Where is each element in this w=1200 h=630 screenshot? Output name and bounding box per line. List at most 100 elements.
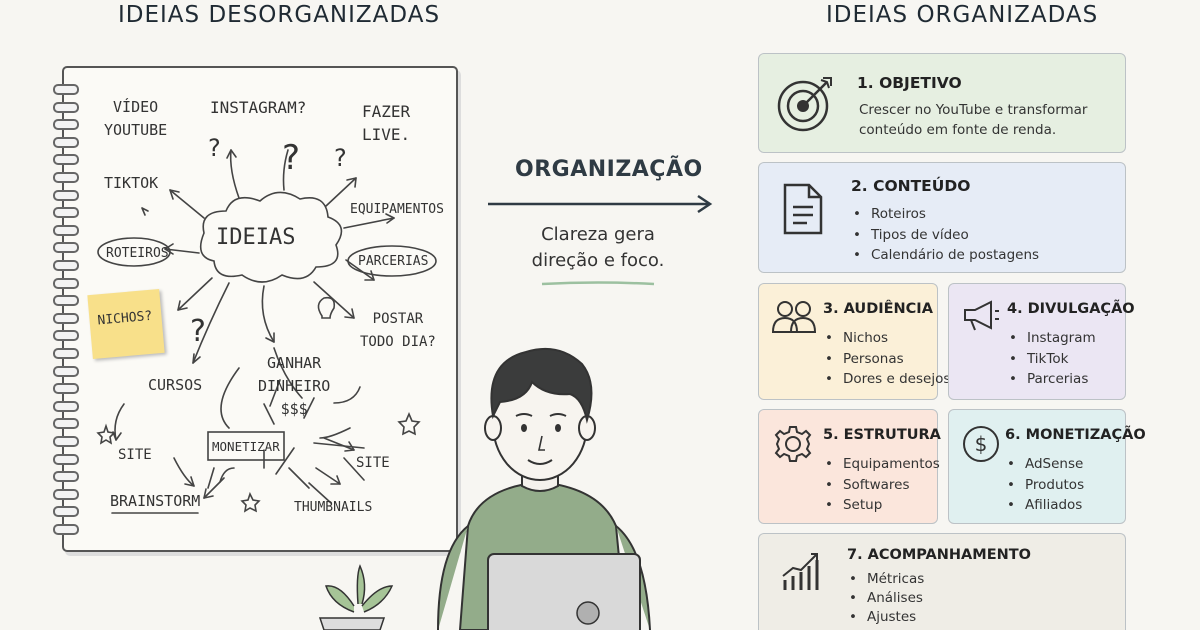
question-mark-icon: ? bbox=[208, 134, 221, 162]
spiral-ring bbox=[53, 295, 79, 307]
card-audiencia: 3. AUDIÊNCIA Nichos Personas Dores e des… bbox=[758, 283, 950, 400]
spiral-ring bbox=[53, 119, 79, 131]
spiral-ring bbox=[53, 101, 79, 113]
list-item: Setup bbox=[825, 495, 940, 516]
spiral-ring bbox=[53, 524, 79, 535]
list-item: Afiliados bbox=[1007, 495, 1084, 516]
spiral-ring bbox=[53, 277, 79, 289]
dollar-icon: $ bbox=[963, 426, 999, 462]
right-arrow-icon bbox=[488, 194, 713, 214]
spiral-ring bbox=[53, 436, 79, 447]
card-list: Instagram TikTok Parcerias bbox=[1009, 328, 1096, 390]
spiral-ring bbox=[53, 154, 79, 166]
list-item: TikTok bbox=[1009, 349, 1096, 370]
target-icon bbox=[777, 77, 832, 132]
chart-growth-icon bbox=[782, 553, 819, 590]
word-cursos: CURSOS bbox=[148, 376, 203, 394]
question-mark-icon: ? bbox=[334, 144, 347, 172]
spiral-ring bbox=[53, 418, 79, 430]
list-item: Ajustes bbox=[849, 608, 924, 627]
card-objetivo: 1. OBJETIVO Crescer no YouTube e transfo… bbox=[758, 53, 1126, 153]
spiral-ring bbox=[53, 189, 79, 201]
list-item: Calendário de postagens bbox=[853, 245, 1039, 266]
spiral-ring bbox=[53, 383, 79, 395]
list-item: Parcerias bbox=[1009, 369, 1096, 390]
question-mark-icon: ? bbox=[282, 138, 301, 178]
card-monetizacao: $ 6. MONETIZAÇÃO AdSense Produtos Afilia… bbox=[948, 409, 1146, 524]
card-title: 4. DIVULGAÇÃO bbox=[1007, 301, 1135, 317]
word-roteiros: ROTEIROS bbox=[106, 246, 169, 261]
word-postar-todo-dia: POSTAR TODO DIA? bbox=[360, 311, 436, 350]
sticky-note: NICHOS? bbox=[87, 288, 165, 360]
card-list: Roteiros Tipos de vídeo Calendário de po… bbox=[853, 204, 1039, 266]
spiral-ring bbox=[53, 400, 79, 412]
notebook: VÍDEO YOUTUBE INSTAGRAM? FAZER LIVE. TIK… bbox=[53, 66, 458, 552]
spiral-ring bbox=[53, 224, 79, 236]
word-thumbnails: THUMBNAILS bbox=[294, 500, 373, 515]
word-monetizar: MONETIZAR bbox=[212, 439, 280, 454]
gear-icon bbox=[774, 426, 812, 462]
card-conteudo: 2. CONTEÚDO Roteiros Tipos de vídeo Cale… bbox=[758, 162, 1126, 273]
word-instagram: INSTAGRAM? bbox=[210, 98, 307, 117]
list-item: Equipamentos bbox=[825, 454, 940, 475]
word-parcerias: PARCERIAS bbox=[358, 254, 429, 269]
word-fazer-live: FAZER LIVE. bbox=[362, 102, 411, 144]
list-item: Nichos bbox=[825, 328, 950, 349]
spiral-ring bbox=[53, 330, 79, 342]
sticky-note-text: NICHOS? bbox=[96, 308, 153, 329]
spiral-ring bbox=[53, 348, 79, 359]
card-list: Equipamentos Softwares Setup bbox=[825, 454, 940, 516]
list-item: Dores e desejos bbox=[825, 369, 950, 390]
organization-title: ORGANIZAÇÃO bbox=[515, 157, 703, 182]
word-ganhar-dinheiro: GANHAR DINHEIRO $$$ bbox=[258, 354, 331, 418]
spiral-ring bbox=[53, 84, 79, 95]
card-acompanhamento: 7. ACOMPANHAMENTO Métricas Análises Ajus… bbox=[758, 533, 1126, 630]
card-text: Crescer no YouTube e transformar conteúd… bbox=[859, 102, 1088, 138]
spiral-ring bbox=[53, 260, 79, 271]
card-list: Métricas Análises Ajustes bbox=[849, 570, 924, 627]
card-title: 6. MONETIZAÇÃO bbox=[1005, 427, 1146, 443]
list-item: Instagram bbox=[1009, 328, 1096, 349]
word-site-right: SITE bbox=[356, 455, 390, 471]
spiral-ring bbox=[53, 488, 79, 500]
card-title: 7. ACOMPANHAMENTO bbox=[847, 547, 1031, 563]
spiral-ring bbox=[53, 365, 79, 377]
list-item: Análises bbox=[849, 589, 924, 608]
spiral-ring bbox=[53, 172, 79, 183]
organization-subtitle: Clareza gera direção e foco. bbox=[531, 224, 665, 271]
card-divulgacao: 4. DIVULGAÇÃO Instagram TikTok Parcerias bbox=[948, 283, 1135, 400]
list-item: Softwares bbox=[825, 475, 940, 496]
list-item: AdSense bbox=[1007, 454, 1084, 475]
word-video-youtube: VÍDEO YOUTUBE bbox=[104, 98, 168, 139]
list-item: Tipos de vídeo bbox=[853, 225, 1039, 246]
word-site-left: SITE bbox=[118, 447, 152, 463]
card-list: Nichos Personas Dores e desejos bbox=[825, 328, 950, 390]
list-item: Produtos bbox=[1007, 475, 1084, 496]
spiral-ring bbox=[53, 471, 79, 483]
left-heading: IDEIAS DESORGANIZADAS bbox=[118, 2, 441, 28]
list-item: Personas bbox=[825, 349, 950, 370]
subtitle-underline bbox=[541, 281, 655, 286]
list-item: Roteiros bbox=[853, 204, 1039, 225]
spiral-ring bbox=[53, 207, 79, 219]
right-heading: IDEIAS ORGANIZADAS bbox=[826, 2, 1099, 28]
card-title: 2. CONTEÚDO bbox=[851, 177, 971, 195]
card-title: 1. OBJETIVO bbox=[857, 74, 962, 92]
question-mark-icon: ? bbox=[190, 314, 206, 349]
megaphone-icon bbox=[964, 300, 999, 331]
scribble-arrows bbox=[96, 149, 437, 514]
word-equipamentos: EQUIPAMENTOS bbox=[350, 202, 444, 217]
spiral-ring bbox=[53, 312, 79, 324]
card-title: 3. AUDIÊNCIA bbox=[823, 301, 933, 317]
spiral-ring bbox=[53, 242, 79, 254]
person-illustration bbox=[318, 348, 651, 630]
card-estrutura: 5. ESTRUTURA Equipamentos Softwares Setu… bbox=[758, 409, 941, 524]
card-list: AdSense Produtos Afiliados bbox=[1007, 454, 1084, 516]
word-ideias: IDEIAS bbox=[216, 225, 296, 250]
word-tiktok: TIKTOK bbox=[104, 174, 159, 192]
spiral-ring bbox=[53, 506, 79, 518]
list-item: Métricas bbox=[849, 570, 924, 589]
users-icon bbox=[771, 301, 817, 333]
spiral-ring bbox=[53, 453, 79, 465]
svg-text:$: $ bbox=[975, 432, 988, 456]
